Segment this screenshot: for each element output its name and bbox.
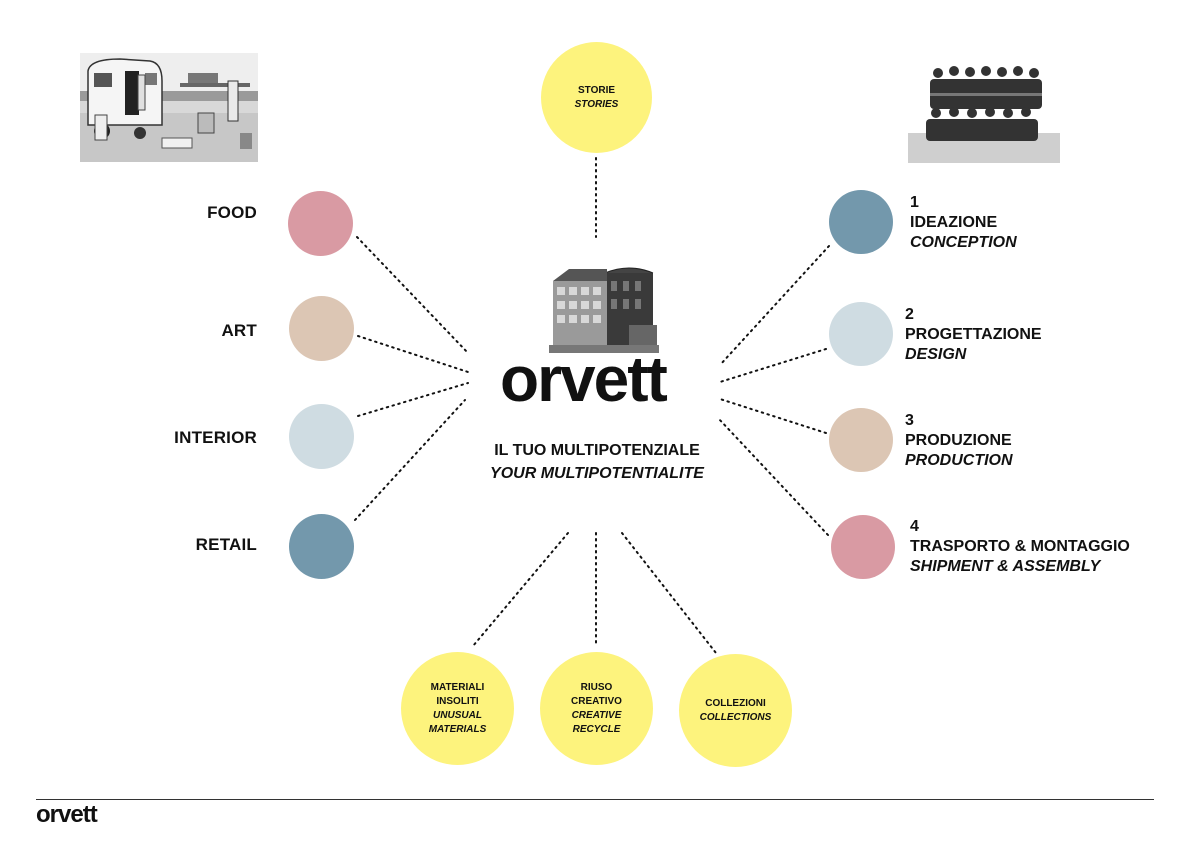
connector-art: [357, 335, 469, 373]
connector-step-1: [719, 245, 830, 366]
materiali-it-2: INSOLITI: [436, 695, 479, 707]
tagline-it: IL TUO MULTIPOTENZIALE: [494, 442, 700, 459]
step-1-it: IDEAZIONE: [910, 214, 998, 231]
riuso-en-2: RECYCLE: [572, 723, 621, 735]
connector-interior: [357, 382, 469, 417]
step-2: 2 PROGETTAZIONE DESIGN: [905, 305, 1042, 365]
sector-label-food: FOOD: [207, 203, 257, 222]
step-1: 1 IDEAZIONE CONCEPTION: [910, 193, 1017, 253]
stories-label: STORIES: [574, 98, 619, 110]
step-2-en: DESIGN: [905, 346, 967, 363]
materiali-en-2: MATERIALS: [428, 723, 487, 735]
step-3-en: PRODUCTION: [905, 452, 1013, 469]
materiali-it-1: MATERIALI: [430, 681, 485, 693]
riuso-it-2: CREATIVO: [571, 695, 622, 707]
materiali-bubble[interactable]: MATERIALI INSOLITI UNUSUAL MATERIALS: [401, 652, 514, 765]
step-circle-4[interactable]: [831, 515, 895, 579]
tagline-en: YOUR MULTIPOTENTIALITE: [490, 465, 704, 482]
sector-circle-interior[interactable]: [289, 404, 354, 469]
step-3-number: 3: [905, 412, 914, 429]
brand-logo: orvett: [500, 343, 668, 415]
materiali-en-1: UNUSUAL: [433, 709, 482, 721]
step-2-number: 2: [905, 306, 914, 323]
collezioni-bubble[interactable]: COLLEZIONI COLLECTIONS: [679, 654, 792, 767]
connector-materiali: [472, 532, 569, 647]
collezioni-it: COLLEZIONI: [705, 697, 766, 709]
riuso-bubble[interactable]: RIUSO CREATIVO CREATIVE RECYCLE: [540, 652, 653, 765]
step-1-number: 1: [910, 194, 919, 211]
step-4-en: SHIPMENT & ASSEMBLY: [910, 558, 1101, 575]
step-4: 4 TRASPORTO & MONTAGGIO SHIPMENT & ASSEM…: [910, 517, 1130, 577]
storie-bubble[interactable]: STORIE STORIES: [541, 42, 652, 153]
factory-building-image: [549, 265, 659, 353]
riuso-it-1: RIUSO: [580, 681, 613, 693]
step-circle-3[interactable]: [829, 408, 893, 472]
connector-food: [356, 236, 469, 354]
step-4-number: 4: [910, 518, 919, 535]
sector-circle-art[interactable]: [289, 296, 354, 361]
storie-label: STORIE: [577, 84, 616, 96]
tagline: IL TUO MULTIPOTENZIALE YOUR MULTIPOTENTI…: [437, 439, 757, 485]
caravan-photo: [80, 53, 258, 162]
sector-circle-food[interactable]: [288, 191, 353, 256]
team-photo: [908, 63, 1060, 163]
sector-label-retail: RETAIL: [195, 535, 257, 554]
collections-en: COLLECTIONS: [699, 711, 772, 723]
connector-collezioni: [621, 532, 717, 654]
step-3-it: PRODUZIONE: [905, 432, 1012, 449]
footer-divider: [36, 799, 1154, 800]
step-circle-2[interactable]: [829, 302, 893, 366]
step-circle-1[interactable]: [829, 190, 893, 254]
footer-brand-logo: orvett: [36, 801, 98, 828]
step-1-en: CONCEPTION: [910, 234, 1017, 251]
step-3: 3 PRODUZIONE PRODUCTION: [905, 411, 1013, 471]
connector-step-4: [717, 417, 829, 536]
sector-label-art: ART: [221, 321, 257, 340]
sector-circle-retail[interactable]: [289, 514, 354, 579]
riuso-en-1: CREATIVE: [571, 709, 622, 721]
connector-step-3: [719, 398, 827, 434]
connector-step-2: [719, 348, 827, 383]
sector-label-interior: INTERIOR: [174, 428, 257, 447]
step-4-it: TRASPORTO & MONTAGGIO: [910, 538, 1130, 555]
step-2-it: PROGETTAZIONE: [905, 326, 1042, 343]
